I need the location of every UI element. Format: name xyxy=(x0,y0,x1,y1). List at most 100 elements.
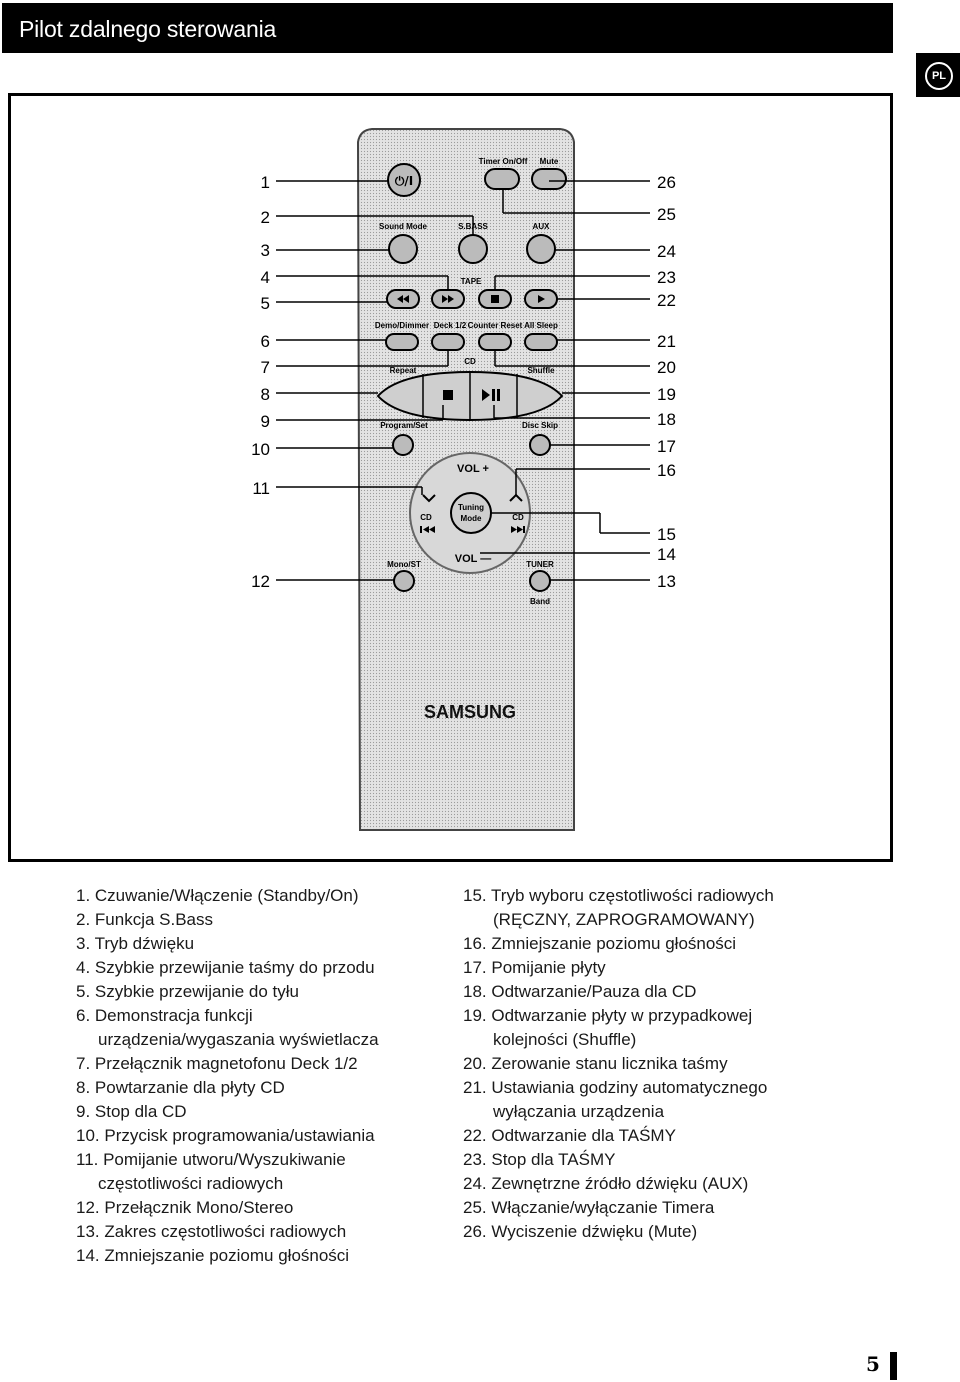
list-item: 9. Stop dla CD xyxy=(76,1102,187,1121)
list-item: 14. Zmniejszanie poziomu głośności xyxy=(76,1246,350,1265)
callout-16: 16 xyxy=(657,461,676,480)
demo-dimmer-label: Demo/Dimmer xyxy=(375,321,429,330)
list-item-continuation: kolejności (Shuffle) xyxy=(493,1030,637,1049)
stop-icon xyxy=(491,295,499,303)
cd-stop-icon xyxy=(443,390,453,400)
header-bar: Pilot zdalnego sterowania xyxy=(2,3,893,53)
callout-15: 15 xyxy=(657,525,676,544)
aux-label: AUX xyxy=(533,222,551,231)
list-item: 26. Wyciszenie dźwięku (Mute) xyxy=(463,1222,698,1241)
vol-minus-label: VOL — xyxy=(455,553,491,565)
fast-forward-icon xyxy=(442,295,454,303)
list-item: 1. Czuwanie/Włączenie (Standby/On) xyxy=(76,886,359,905)
list-item-continuation: wyłączania urządzenia xyxy=(493,1102,665,1121)
play-icon xyxy=(538,295,545,303)
mute-label: Mute xyxy=(540,157,559,166)
list-item: 2. Funkcja S.Bass xyxy=(76,910,214,929)
shuffle-label: Shuffle xyxy=(527,366,555,375)
callout-23: 23 xyxy=(657,268,676,287)
list-item: 18. Odtwarzanie/Pauza dla CD xyxy=(463,982,697,1001)
callout-8: 8 xyxy=(261,385,270,404)
list-item: 13. Zakres częstotliwości radiowych xyxy=(76,1222,347,1241)
list-item: 7. Przełącznik magnetofonu Deck 1/2 xyxy=(76,1054,358,1073)
tape-label: TAPE xyxy=(461,277,482,286)
list-item: 6. Demonstracja funkcji xyxy=(76,1006,253,1025)
list-item: 10. Przycisk programowania/ustawiania xyxy=(76,1126,375,1145)
all-sleep-button xyxy=(524,333,558,351)
leader-lines-right xyxy=(480,180,650,581)
tuning-label-1: Tuning xyxy=(458,503,484,512)
list-item: 15. Tryb wyboru częstotliwości radiowych xyxy=(463,886,774,905)
figure-frame xyxy=(8,93,893,862)
callouts-left: 1 2 3 4 5 6 7 8 9 10 11 12 xyxy=(251,173,270,591)
page-title: Pilot zdalnego sterowania xyxy=(19,16,277,42)
deck-label: Deck 1/2 xyxy=(434,321,467,330)
page-number: 5 xyxy=(866,1352,880,1376)
list-item: 8. Powtarzanie dla płyty CD xyxy=(76,1078,285,1097)
list-item-continuation: (RĘCZNY, ZAPROGRAMOWANY) xyxy=(493,910,755,929)
list-item: 25. Włączanie/wyłączanie Timera xyxy=(463,1198,715,1217)
callout-4: 4 xyxy=(261,268,270,287)
list-item: 21. Ustawiania godziny automatycznego xyxy=(463,1078,768,1097)
legend-list-left: 1. Czuwanie/Włączenie (Standby/On) 2. Fu… xyxy=(76,884,451,1268)
callout-21: 21 xyxy=(657,332,676,351)
repeat-label: Repeat xyxy=(390,366,417,375)
list-item: 24. Zewnętrzne źródło dźwięku (AUX) xyxy=(463,1174,749,1193)
callout-20: 20 xyxy=(657,358,676,377)
callout-18: 18 xyxy=(657,410,676,429)
counter-reset-label: Counter Reset xyxy=(468,321,523,330)
callout-24: 24 xyxy=(657,242,676,261)
callout-2: 2 xyxy=(261,208,270,227)
cd-play-pause-icon xyxy=(482,389,500,401)
list-item: 12. Przełącznik Mono/Stereo xyxy=(76,1198,294,1217)
list-item: 17. Pomijanie płyty xyxy=(463,958,606,977)
aux-button xyxy=(526,234,556,264)
remote-diagram: SAMSUNG ⏻/I Timer On/Off Mute Sound Mode… xyxy=(251,128,676,831)
sound-mode-label: Sound Mode xyxy=(379,222,428,231)
brand-logo: SAMSUNG xyxy=(424,702,516,722)
callout-7: 7 xyxy=(261,358,270,377)
callout-11: 11 xyxy=(252,479,270,498)
callout-3: 3 xyxy=(261,241,270,260)
all-sleep-label: All Sleep xyxy=(524,321,558,330)
callout-12: 12 xyxy=(251,572,270,591)
disc-skip-button xyxy=(529,434,551,456)
deck-button xyxy=(431,333,465,351)
callout-22: 22 xyxy=(657,291,676,310)
power-icon: ⏻/I xyxy=(395,174,413,188)
mute-button xyxy=(531,168,567,190)
tuner-button xyxy=(529,570,551,592)
legend-list-right: 15. Tryb wyboru częstotliwości radiowych… xyxy=(463,884,843,1244)
sound-mode-button xyxy=(388,234,418,264)
list-item: 23. Stop dla TAŚMY xyxy=(463,1150,616,1169)
list-item: 16. Zmniejszanie poziomu głośności xyxy=(463,934,737,953)
leader-lines-left xyxy=(276,180,474,581)
callout-14: 14 xyxy=(657,545,676,564)
vol-plus-label: VOL + xyxy=(457,463,489,475)
callout-25: 25 xyxy=(657,205,676,224)
tuning-mode-button xyxy=(450,492,492,534)
list-item: 20. Zerowanie stanu licznika taśmy xyxy=(463,1054,728,1073)
callouts-right: 26 25 24 23 22 21 20 19 18 17 16 15 14 1… xyxy=(657,173,676,591)
callout-19: 19 xyxy=(657,385,676,404)
skip-back-icon xyxy=(420,526,435,533)
disc-skip-label: Disc Skip xyxy=(522,421,558,430)
list-item: 3. Tryb dźwięku xyxy=(76,934,195,953)
list-item-continuation: częstotliwości radiowych xyxy=(98,1174,284,1193)
list-item: 4. Szybkie przewijanie taśmy do przodu xyxy=(76,958,375,977)
counter-reset-button xyxy=(478,333,512,351)
callout-5: 5 xyxy=(261,294,270,313)
callout-17: 17 xyxy=(657,437,676,456)
rewind-icon xyxy=(397,295,409,303)
callout-9: 9 xyxy=(261,412,270,431)
timer-label: Timer On/Off xyxy=(479,157,528,166)
language-badge: PL xyxy=(925,62,953,90)
tuning-label-2: Mode xyxy=(461,514,482,523)
list-item: 11. Pomijanie utworu/Wyszukiwanie xyxy=(76,1150,346,1169)
callout-1: 1 xyxy=(261,173,270,192)
list-item: 22. Odtwarzanie dla TAŚMY xyxy=(463,1126,676,1145)
demo-dimmer-button xyxy=(385,333,419,351)
skip-forward-icon xyxy=(511,526,525,533)
callout-6: 6 xyxy=(261,332,270,351)
page-number-bar xyxy=(890,1352,897,1380)
